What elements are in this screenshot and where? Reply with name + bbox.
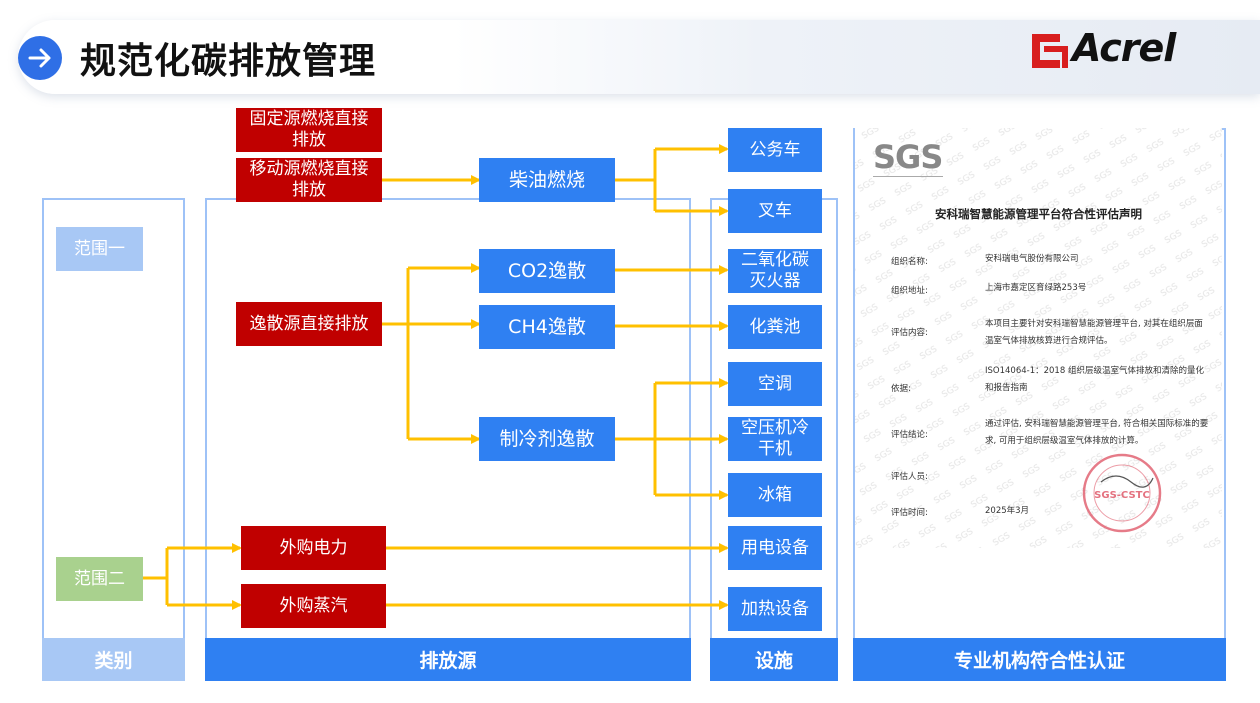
facility-chiller: 空压机冷干机 [728,417,822,461]
content-value: 本项目主要针对安科瑞智慧能源管理平台, 对其在组织层面温室气体排放核算进行合规评… [985,319,1203,346]
org-name-label: 组织名称: [891,257,928,267]
category-scope1: 范围一 [56,227,143,271]
source-purchased-power: 外购电力 [241,526,386,570]
facility-heating-equipment: 加热设备 [728,587,822,631]
basis-label: 依据: [891,384,911,394]
sgs-seal-stamp: SGS-CSTC [1081,452,1163,534]
content-label: 评估内容: [891,328,928,338]
source-mobile-combustion: 移动源燃烧直接排放 [236,158,382,202]
process-co2: CO2逸散 [479,249,615,293]
acrel-logo: Acrel [1030,26,1205,74]
page-title: 规范化碳排放管理 [80,41,377,82]
header-bar [18,20,1260,94]
conclusion-value: 通过评估, 安科瑞智慧能源管理平台, 符合相关国际标准的要求, 可用于组织层级温… [985,419,1209,446]
process-refrigerant: 制冷剂逸散 [479,417,615,461]
org-addr-label: 组织地址: [891,286,928,296]
org-name-value: 安科瑞电气股份有限公司 [985,254,1079,264]
source-purchased-steam: 外购蒸汽 [241,584,386,628]
arrow-right-icon [18,36,62,80]
footer-facilities: 设施 [710,638,838,681]
org-addr-value: 上海市嘉定区育绿路253号 [985,283,1087,293]
assessor-label: 评估人员: [891,472,928,482]
facility-co2-extinguisher: 二氧化碳灭火器 [728,249,822,293]
category-column-frame [42,198,185,638]
acrel-mark-icon [1032,34,1068,68]
logo-rule [873,176,943,177]
footer-sources: 排放源 [205,638,691,681]
facility-septic-tank: 化粪池 [728,305,822,349]
date-label: 评估时间: [891,508,928,518]
category-scope2: 范围二 [56,557,143,601]
source-fixed-combustion: 固定源燃烧直接排放 [236,108,382,152]
process-ch4: CH4逸散 [479,305,615,349]
sgs-certificate: SGS SGS 安科瑞智慧能源管理平台符合性评估声明 组织名称: 安科瑞电气股份… [855,128,1222,548]
footer-certification: 专业机构符合性认证 [853,638,1226,681]
sgs-logo: SGS [873,138,943,176]
facility-official-car: 公务车 [728,128,822,172]
source-fugitive: 逸散源直接排放 [236,302,382,346]
facility-electric-equipment: 用电设备 [728,526,822,570]
facility-forklift: 叉车 [728,189,822,233]
conclusion-label: 评估结论: [891,430,928,440]
logo-text: Acrel [1072,26,1176,70]
footer-category: 类别 [42,638,185,681]
sources-column-frame [205,198,691,638]
process-diesel: 柴油燃烧 [479,158,615,202]
sgs-watermark: SGS [855,128,1222,548]
facility-air-conditioner: 空调 [728,362,822,406]
basis-value: ISO14064-1：2018 组织层级温室气体排放和清除的量化和报告指南 [985,366,1204,393]
certificate-title: 安科瑞智慧能源管理平台符合性评估声明 [935,207,1142,221]
date-value: 2025年3月 [985,506,1030,516]
facility-fridge: 冰箱 [728,473,822,517]
svg-text:SGS-CSTC: SGS-CSTC [1094,490,1150,501]
